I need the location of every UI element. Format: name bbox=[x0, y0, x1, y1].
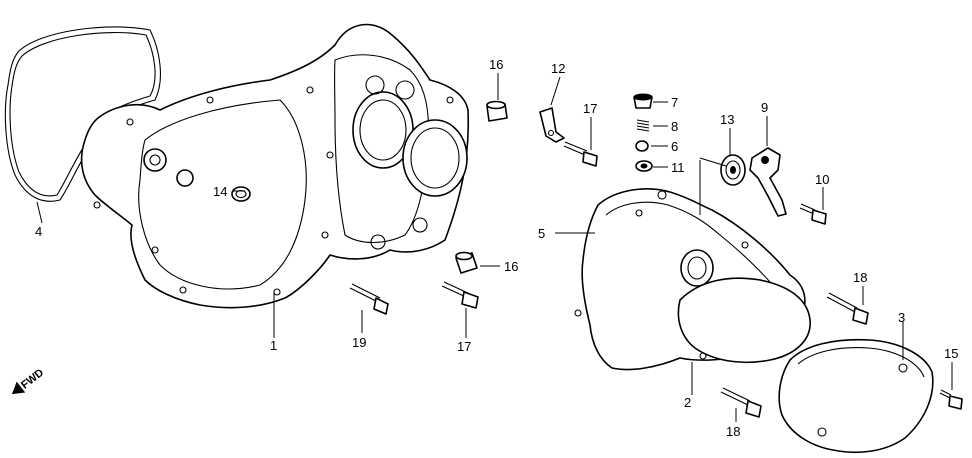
ball-part-6 bbox=[635, 140, 649, 152]
oil-seal-part-13 bbox=[720, 154, 746, 186]
callout-1: 1 bbox=[270, 338, 277, 353]
o-ring-part-14 bbox=[231, 186, 251, 202]
bolt-part-10 bbox=[799, 203, 827, 225]
callout-17-lower: 17 bbox=[457, 339, 471, 354]
cover-part-3 bbox=[778, 338, 934, 454]
callout-10: 10 bbox=[815, 172, 829, 187]
callout-14: 14 bbox=[213, 184, 227, 199]
callout-8: 8 bbox=[671, 119, 678, 134]
callout-labels: 1 2 3 4 5 6 7 8 9 10 11 12 13 14 15 16 1… bbox=[35, 57, 958, 439]
callout-2: 2 bbox=[684, 395, 691, 410]
lever-part-9 bbox=[749, 147, 787, 217]
callout-11: 11 bbox=[671, 160, 685, 175]
fwd-label: FWD bbox=[19, 367, 46, 392]
callout-7: 7 bbox=[671, 95, 678, 110]
dowel-pin-part-16-upper bbox=[486, 100, 508, 122]
forward-arrow-icon bbox=[11, 381, 26, 395]
callout-18-lower: 18 bbox=[726, 424, 740, 439]
callout-9: 9 bbox=[761, 100, 768, 115]
callout-6: 6 bbox=[671, 139, 678, 154]
callout-12: 12 bbox=[551, 61, 565, 76]
callout-16-upper: 16 bbox=[489, 57, 503, 72]
fwd-direction-marker: FWD bbox=[11, 367, 46, 395]
crankcase-cover-part-1 bbox=[80, 23, 470, 309]
bracket-part-12 bbox=[539, 107, 565, 143]
bolt-part-15 bbox=[939, 389, 963, 410]
bolt-part-19 bbox=[349, 283, 389, 315]
washer-part-11 bbox=[635, 160, 653, 172]
bolt-part-18-lower bbox=[720, 387, 762, 418]
callout-15: 15 bbox=[944, 346, 958, 361]
spring-part-8 bbox=[636, 119, 650, 132]
bolt-part-18-upper bbox=[826, 292, 869, 325]
callout-4: 4 bbox=[35, 224, 42, 239]
bolt-part-17-lower bbox=[441, 281, 479, 309]
dowel-pin-part-16-lower bbox=[455, 251, 478, 274]
callout-17-upper: 17 bbox=[583, 101, 597, 116]
callout-3: 3 bbox=[898, 310, 905, 325]
callout-16-lower: 16 bbox=[504, 259, 518, 274]
callout-5: 5 bbox=[538, 226, 545, 241]
leader-lines bbox=[36, 73, 953, 422]
callout-19: 19 bbox=[352, 335, 366, 350]
callout-18-upper: 18 bbox=[853, 270, 867, 285]
bolt-part-17-upper bbox=[563, 141, 598, 167]
cover-part-2 bbox=[677, 277, 811, 364]
plug-part-7 bbox=[633, 93, 653, 109]
callout-13: 13 bbox=[720, 112, 734, 127]
